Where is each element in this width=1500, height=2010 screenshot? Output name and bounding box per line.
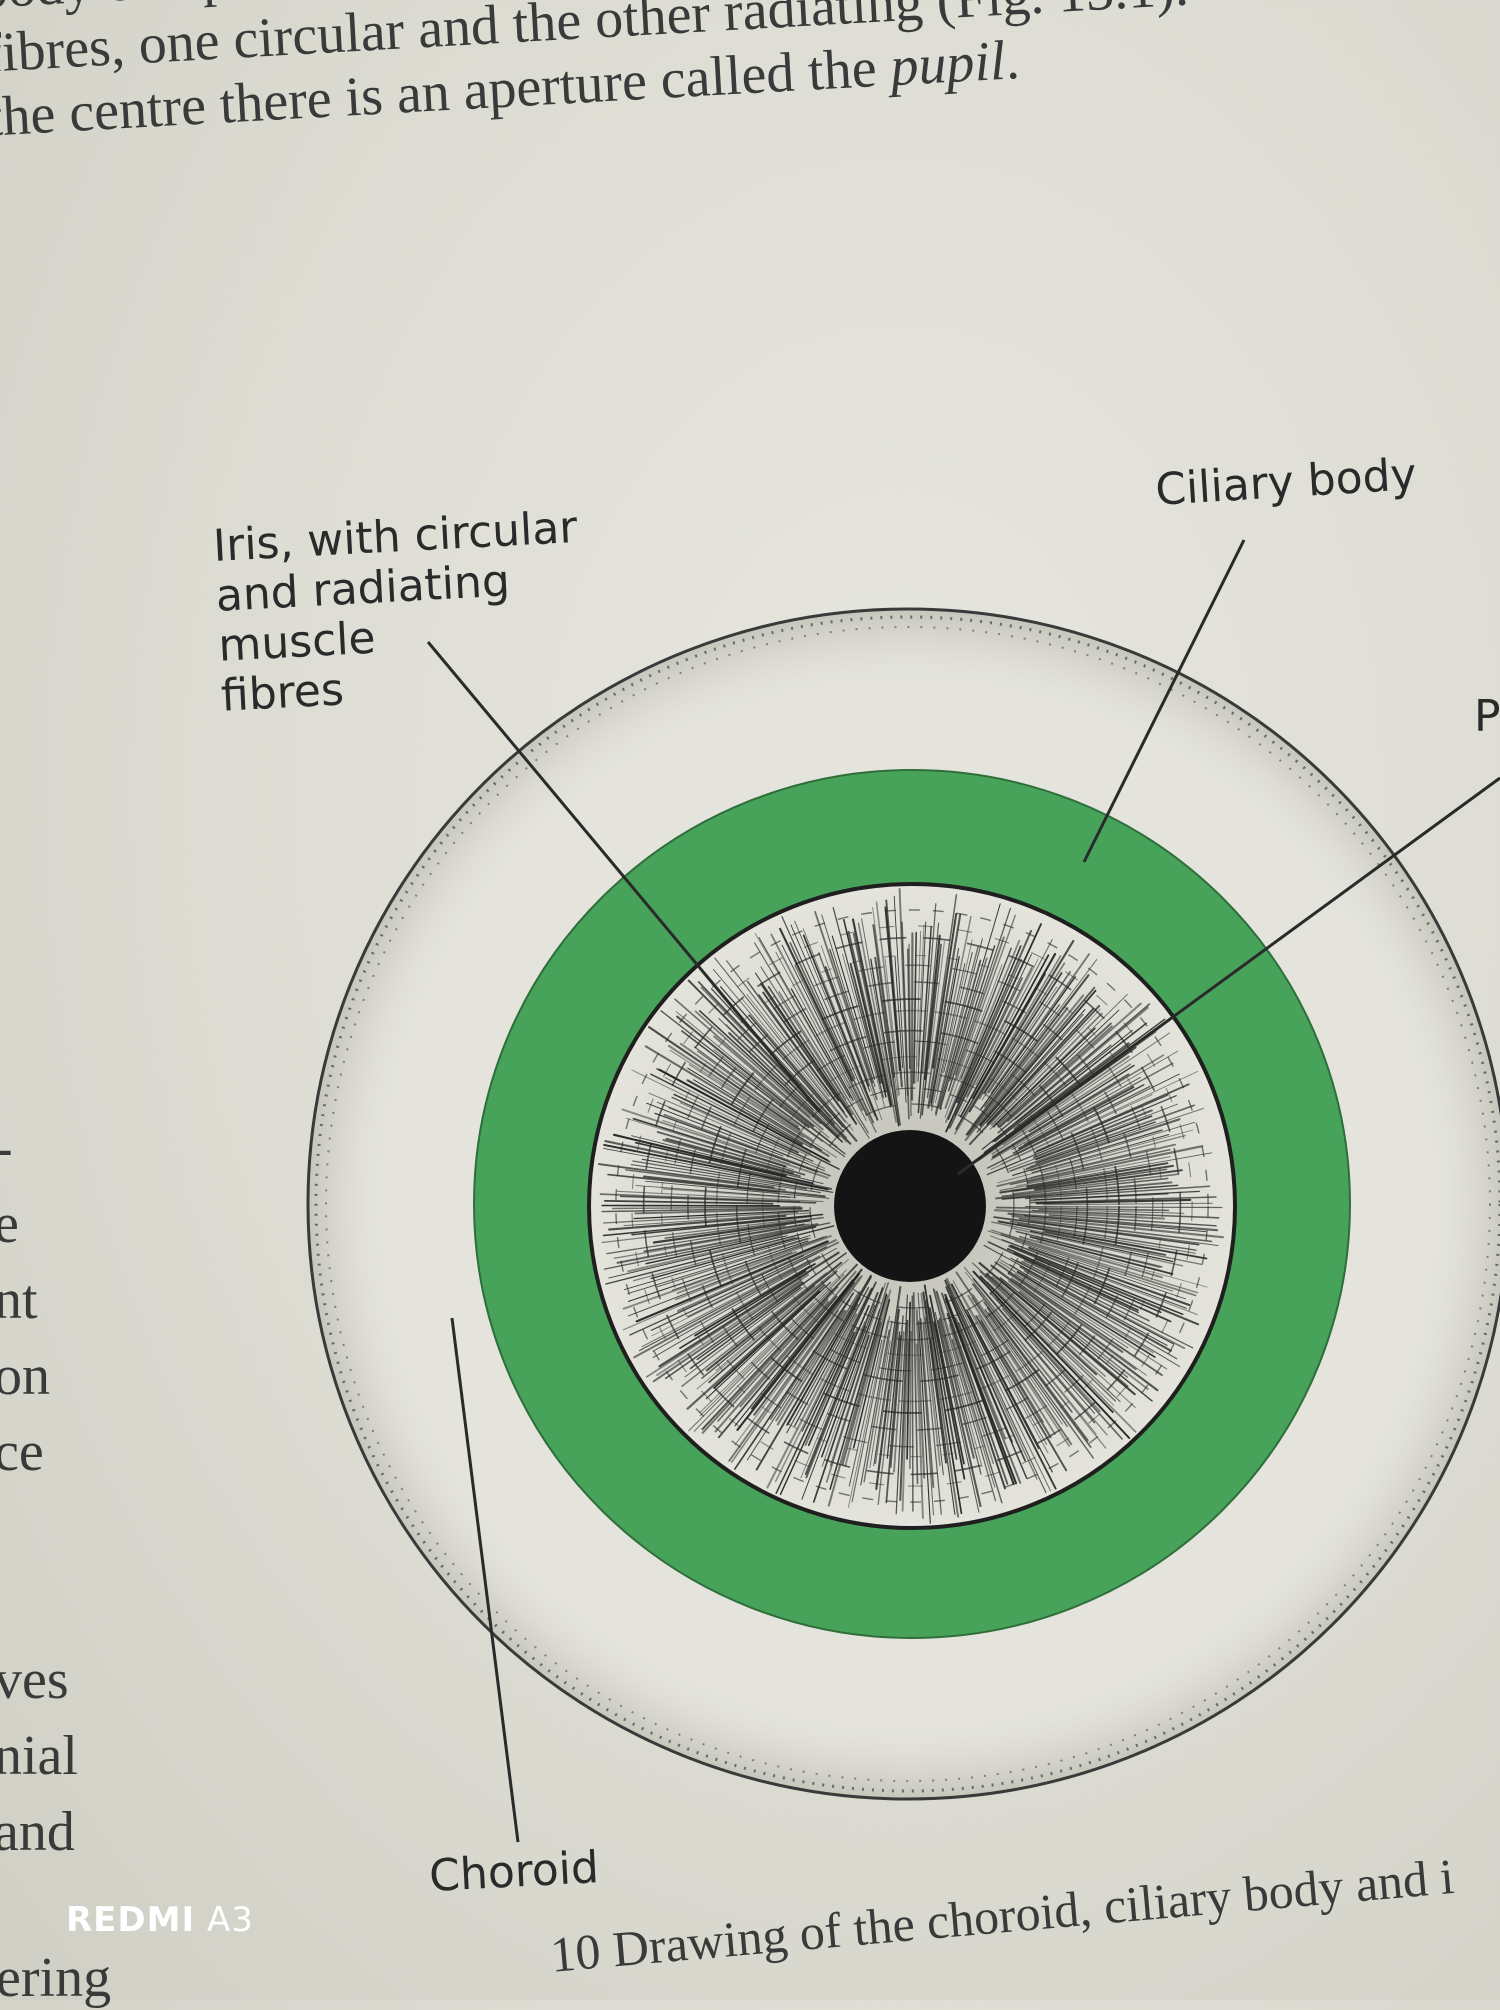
camera-watermark: REDMI A3: [66, 1900, 254, 1940]
choroid-label: Choroid: [428, 1843, 600, 1902]
pupil: [834, 1130, 986, 1282]
iris-radial-fibre: [912, 1296, 913, 1511]
pupil-label-partial: P: [1474, 692, 1500, 742]
watermark-brand: REDMI: [66, 1900, 195, 1940]
iris-radial-fibre: [910, 1332, 911, 1469]
cut-off-word: ering: [0, 1946, 111, 2010]
iris-label: Iris, with circular and radiating muscle…: [212, 503, 586, 722]
watermark-model: A3: [207, 1900, 254, 1940]
